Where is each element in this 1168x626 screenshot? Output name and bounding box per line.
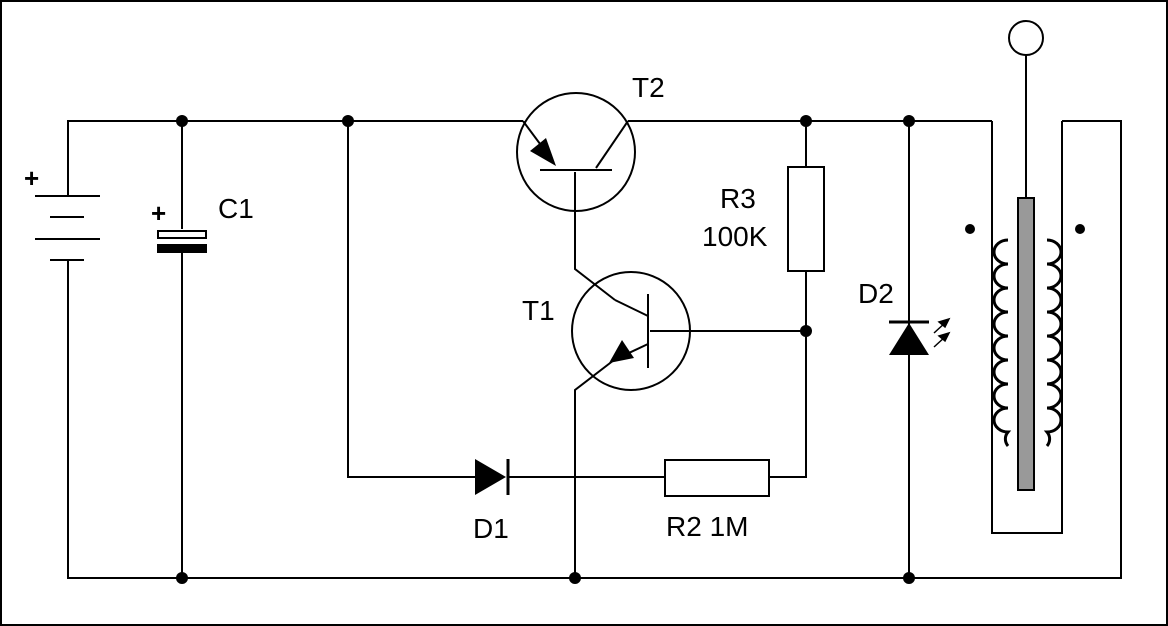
d1-label: D1 xyxy=(473,513,509,544)
r2-to-r3-wire xyxy=(769,271,807,478)
left-coil xyxy=(992,238,1012,447)
capacitor-c1 xyxy=(157,230,207,253)
junction-dot xyxy=(176,572,188,584)
t1-label: T1 xyxy=(522,295,555,326)
right-coil xyxy=(1043,238,1063,447)
junction-dot xyxy=(903,115,915,127)
t2-to-t1-wire xyxy=(574,172,616,301)
r3-value-label: 100K xyxy=(702,221,768,252)
diode-d1 xyxy=(475,459,510,495)
top-rail-left xyxy=(67,120,523,196)
junction-dot xyxy=(176,115,188,127)
c1-plus-sign: + xyxy=(151,198,166,228)
resistor-r2 xyxy=(664,459,770,497)
right-coil-dot xyxy=(1075,224,1085,234)
r2-label: R2 1M xyxy=(666,511,748,542)
junction-dot xyxy=(800,325,812,337)
battery-symbol xyxy=(35,195,100,261)
t2-label: T2 xyxy=(632,72,665,103)
junction-dots xyxy=(176,115,915,584)
junction-dot xyxy=(569,572,581,584)
antenna-terminal xyxy=(1008,20,1044,56)
transistor-t1 xyxy=(571,271,691,391)
battery-plus-sign: + xyxy=(24,163,39,193)
bottom-rail xyxy=(67,120,1122,579)
transistor-t2 xyxy=(516,92,636,212)
ferrite-core xyxy=(1017,197,1035,491)
led-d2 xyxy=(889,317,951,355)
junction-dot xyxy=(800,115,812,127)
c1-label: C1 xyxy=(218,193,254,224)
junction-dot xyxy=(903,572,915,584)
t1-emitter-wire xyxy=(574,359,615,578)
led-light-arrows xyxy=(933,317,951,348)
r3-name-label: R3 xyxy=(720,183,756,214)
left-loop-wire xyxy=(347,121,475,478)
wires xyxy=(67,55,1122,579)
left-coil-dot xyxy=(965,224,975,234)
resistor-r3 xyxy=(787,166,825,272)
junction-dot xyxy=(342,115,354,127)
d2-label: D2 xyxy=(858,278,894,309)
